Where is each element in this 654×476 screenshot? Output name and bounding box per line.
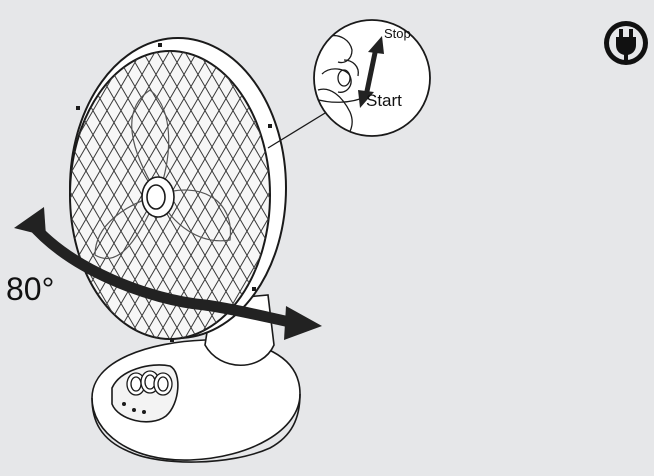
fan-hub — [142, 177, 174, 217]
stop-label: Stop — [384, 26, 411, 41]
fan-head — [0, 38, 624, 350]
start-label: Start — [366, 91, 402, 110]
knob-3 — [154, 373, 172, 395]
plug-icon — [604, 21, 648, 65]
inset-detail: Stop Start — [312, 20, 430, 140]
angle-label: 80° — [6, 271, 54, 307]
